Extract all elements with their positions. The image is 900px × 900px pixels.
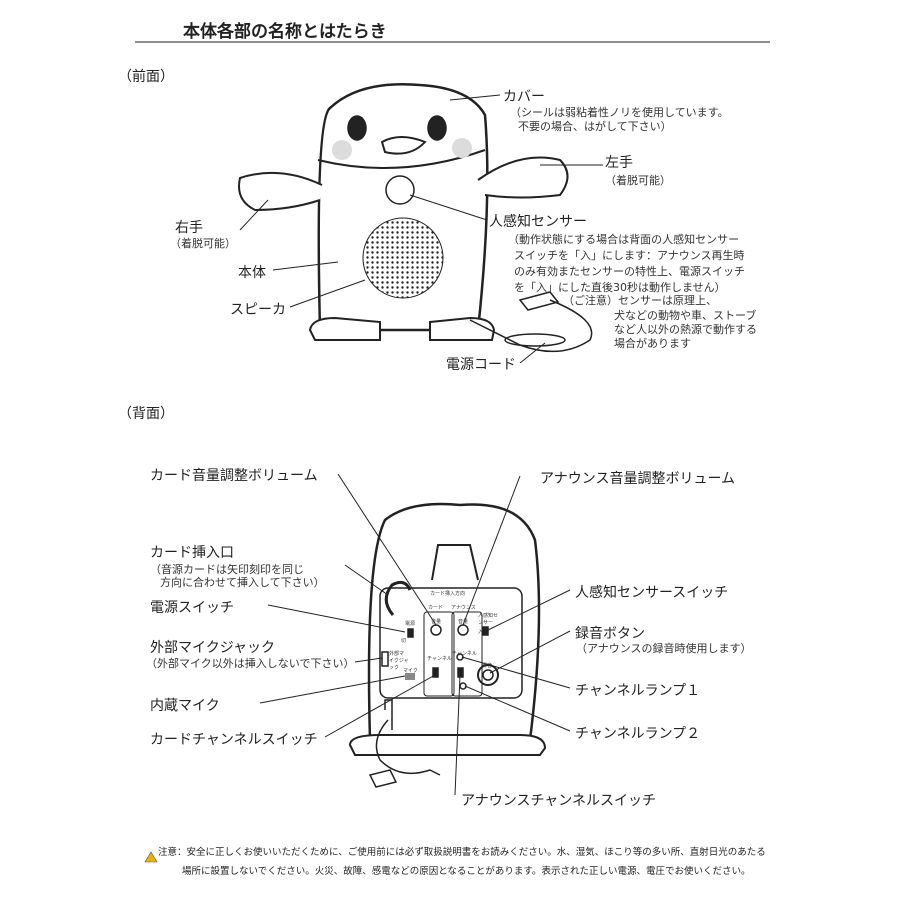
caution-note-3: など人以外の熱源で動作する [614,323,757,336]
card-slot-note-1: （音源カードは矢印刻印を同じ [150,563,304,576]
power-cord-label: 電源コード [446,357,516,373]
caution-note-2: 犬などの動物や車、ストーブ [614,309,757,322]
body-label: 本体 [238,265,266,281]
footer-text-1: 安全に正しくお使いいただくために、ご使用前には必ず取扱説明書をお読みください。水… [186,847,766,858]
card-slot-note-2: 方向に合わせて挿入して下さい） [160,576,325,589]
panel-sensor: 人感知センサー [478,613,499,626]
announce-ch-switch-label: アナウンスチャンネルスイッチ [461,793,657,809]
sensor-note-2: スイッチを「入」にします：アナウンス再生時 [514,249,745,262]
announce-volume-label: アナウンス音量調整ボリューム [540,471,736,487]
front-leader-lines [239,94,603,364]
ch-lamp2-label: チャンネルランプ２ [575,726,701,742]
right-hand-label: 右手 [175,220,203,236]
footer-caution-label: 注意： [158,847,187,858]
ext-mic-note: （外部マイク以外は挿入しないで下さい） [146,657,355,670]
front-section-label: （前面） [118,69,174,85]
sensor-switch-label: 人感知センサースイッチ [575,585,729,601]
ext-mic-label: 外部マイクジャック [150,640,276,656]
speaker-label: スピーカ [230,302,286,318]
left-hand-note: （着脱可能） [605,174,671,187]
back-leader-lines [259,473,571,796]
int-mic-label: 内蔵マイク [150,698,220,714]
footer-caution-line-2: 場所に設置しないでください。火災、故障、感電などの原因となることがあります。表示… [182,866,751,877]
caution-note-4: 場合があります [614,337,691,350]
ch-lamp1-label: チャンネルランプ１ [575,683,701,699]
panel-power: 電源 [405,621,416,627]
sensor-note-1: （動作状態にする場合は背面の人感知センサー [508,233,740,246]
right-hand-note: （着脱可能） [170,237,236,250]
rec-button-label: 録音ボタン [575,626,645,642]
front-unit-illustration [238,83,593,353]
panel-channel-announce: チャンネル [452,651,477,657]
caution-note-1: （ご注意）センサーは原理上、 [563,294,717,307]
panel-off: 切 [401,638,407,644]
page-title: 本体各部の名称とはたらき [183,22,387,42]
warning-icon [144,851,158,863]
card-ch-switch-label: カードチャンネルスイッチ [150,732,318,748]
card-volume-label: カード音量調整ボリューム [150,468,318,484]
back-unit-illustration [348,502,547,788]
panel-ext-mic: 外部マイクジャック [389,651,409,671]
power-switch-label: 電源スイッチ [150,600,234,616]
back-section-label: （背面） [118,406,174,422]
panel-card: カード [428,605,444,611]
footer-caution-line-1: 注意：安全に正しくお使いいただくために、ご使用前には必ず取扱説明書をお読みくださ… [158,844,766,858]
left-hand-label: 左手 [605,155,633,171]
panel-rec: 録音 [482,663,493,669]
panel-insert-dir: カード挿入方向 [430,591,466,597]
panel-announce: アナウンス [451,605,476,611]
cover-label: カバー [503,89,545,105]
cover-note-1: （シールは弱粘着性ノリを使用しています。 [510,106,729,119]
sensor-label: 人感知センサー [489,214,587,230]
panel-on: 入 [478,629,484,635]
panel-mic: マイク [403,668,418,674]
sensor-note-3: のみ有効またセンサーの特性上、電源スイッチ [514,265,745,278]
panel-channel-card: チャンネル [427,656,452,662]
panel-volume-announce: 音量 [458,619,469,625]
rec-button-note: （アナウンスの録音時使用します） [576,642,752,655]
sensor-note-4: を「入」にした直後30秒は動作しません） [514,281,726,294]
panel-volume-card: 音量 [431,619,442,625]
card-slot-label: カード挿入口 [150,545,234,561]
cover-note-2: 不要の場合、はがして下さい） [518,120,672,133]
